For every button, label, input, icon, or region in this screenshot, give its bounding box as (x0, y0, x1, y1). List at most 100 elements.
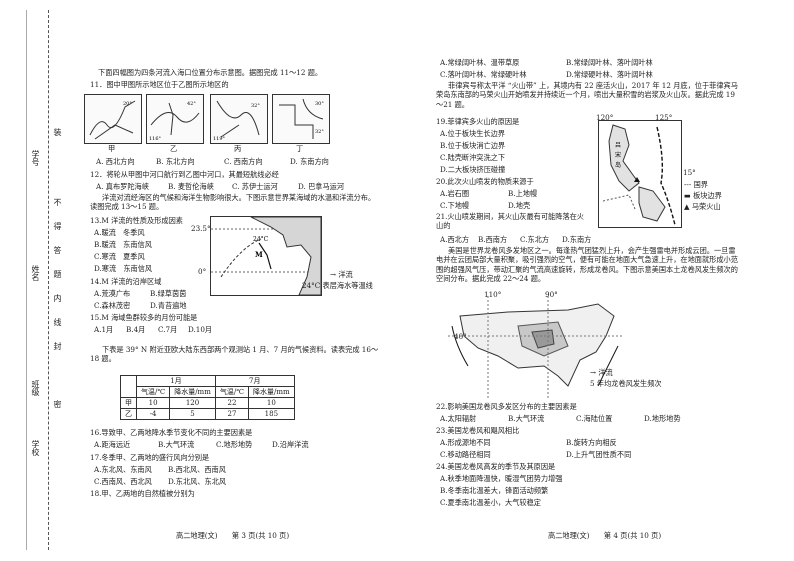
coord-label: 32° (251, 103, 260, 109)
question-13: 13.M 洋流的性质及形成因素 (90, 216, 183, 225)
table-cell: 10 (135, 397, 171, 409)
q17-option-c[interactable]: C.西南风、西北风 (94, 477, 152, 486)
q20-option-c[interactable]: C.下地幔 (440, 201, 470, 210)
q17-option-b[interactable]: B.西北风、西南风 (168, 465, 226, 474)
seal-char: 线 (53, 318, 62, 326)
q22-option-a[interactable]: A.太阳辐射 (440, 414, 477, 423)
seal-char: 密 (53, 400, 62, 408)
question-19: 19.菲律宾多火山的原因是 (436, 117, 520, 126)
coord-label: 116° (149, 136, 162, 142)
q11-option-b[interactable]: B. 东北方向 (156, 157, 195, 166)
q14-option-a[interactable]: A.荒漠广布 (94, 289, 131, 298)
seal-char: 不 (53, 198, 62, 206)
q17-option-a[interactable]: A.东北风、东南风 (94, 465, 152, 474)
q17-option-d[interactable]: D.东北风、东北风 (168, 477, 227, 486)
q18-option-a[interactable]: A.常绿阔叶林、温带草原 (440, 58, 520, 67)
figure-label-jia: 甲 (108, 144, 116, 153)
q14-option-b[interactable]: B.绿草茵茵 (150, 289, 187, 298)
intro-16-18: 下表是 39° N 附近亚欧大陆东西部两个观测站 1 月、7 月的气候资料。读表… (90, 345, 379, 364)
q19-option-a[interactable]: A.位于板块生长边界 (440, 129, 505, 138)
q14-option-c[interactable]: C.森林茂密 (94, 301, 131, 310)
legend-plate-boundary: ▬ 板块边界 (684, 191, 722, 200)
q15-option-a[interactable]: A.1月 (94, 325, 114, 334)
q13-option-d[interactable]: D.寒流 东南信风 (94, 264, 153, 273)
q14-option-d[interactable]: D.青苔遍地 (150, 301, 187, 310)
question-23: 23.美国龙卷风和飓风相比 (436, 426, 520, 435)
q12-option-d[interactable]: D. 巴拿马运河 (298, 182, 345, 191)
coord-label: 119° (213, 136, 226, 142)
coord-label: 30° (315, 101, 324, 107)
table-cell: 甲 (120, 397, 137, 409)
q11-option-d[interactable]: D. 东南方向 (290, 157, 329, 166)
question-11: 11．图中甲图所示地区位于乙图所示地区的 (90, 80, 229, 89)
table-cell: 乙 (120, 408, 137, 420)
table-sub-header: 降水量/mm (248, 386, 295, 398)
q19-option-b[interactable]: B.位于板块消亡边界 (440, 141, 506, 150)
q11-option-c[interactable]: C. 西南方向 (224, 157, 263, 166)
q20-option-d[interactable]: D.地壳 (508, 201, 531, 210)
question-20: 20.此次火山喷发的物质来源于 (436, 177, 534, 186)
q19-option-c[interactable]: C.陆壳断沖突洗之下 (440, 153, 506, 162)
figure-label-ding: 丁 (296, 144, 304, 153)
figure-yi: 116°42° (146, 94, 204, 144)
q21-option-d[interactable]: D.东南方 (562, 235, 592, 244)
question-14: 14.M 洋流的沿岸区域 (90, 277, 162, 286)
table-sub-header: 降水量/mm (169, 386, 216, 398)
seal-char: 得 (53, 222, 62, 230)
q23-option-a[interactable]: A.形成源地不同 (440, 438, 491, 447)
q12-option-b[interactable]: B. 麦哲伦海峡 (168, 182, 214, 191)
q21-option-c[interactable]: C.东北方 (520, 235, 550, 244)
seal-char: 题 (53, 270, 62, 278)
q11-option-a[interactable]: A. 西北方向 (96, 157, 135, 166)
table-cell: 120 (169, 397, 216, 409)
q16-option-d[interactable]: D.沿岸洋流 (272, 440, 309, 449)
q23-option-b[interactable]: B.旋转方向相反 (566, 438, 617, 447)
q16-option-c[interactable]: C.地形地势 (216, 440, 253, 449)
legend-frequency: 5 年均龙卷风发生频次 (590, 379, 662, 388)
lon-label: 110° (484, 290, 502, 299)
table-corner (120, 375, 137, 398)
question-21: 21.火山喷发期间，其火山灰最有可能降落在火山的 (436, 212, 584, 231)
q22-option-b[interactable]: B.大气环流 (508, 414, 545, 423)
q24-option-b[interactable]: B.冬季南北温差大，锋面活动频繁 (440, 486, 549, 495)
legend-volcano: ▲ 马荣火山 (684, 202, 721, 211)
table-cell: 5 (169, 408, 216, 420)
q15-option-c[interactable]: C.7月 (158, 325, 178, 334)
seal-char: 封 (53, 342, 62, 350)
q21-option-a[interactable]: A.西北方 (440, 235, 470, 244)
q12-option-a[interactable]: A. 真布罗陀海峡 (96, 182, 149, 191)
q23-option-c[interactable]: C.移动路径相同 (440, 450, 491, 459)
q15-option-b[interactable]: B.4月 (126, 325, 146, 334)
q24-option-c[interactable]: C.夏季南北温差小，大气较稳定 (440, 498, 541, 507)
question-18: 18.甲、乙两地的自然植被分别为 (90, 489, 195, 498)
climate-table: 1月 7月 气温/℃ 降水量/mm 气温/℃ 降水量/mm 甲 10 120 2… (120, 375, 295, 420)
q16-option-b[interactable]: B.大气环流 (158, 440, 195, 449)
seal-char: 装 (53, 128, 62, 136)
q18-option-c[interactable]: C.落叶阔叶林、常绿硬叶林 (440, 70, 527, 79)
q12-option-c[interactable]: C. 苏伊士运河 (232, 182, 278, 191)
q18-option-b[interactable]: B.常绿阔叶林、落叶阔叶林 (566, 58, 653, 67)
q15-option-d[interactable]: D.10月 (188, 325, 213, 334)
q24-option-a[interactable]: A.秋季地面降温快，暖湿气团势力增强 (440, 474, 563, 483)
q23-option-d[interactable]: D.上升气团性质不同 (566, 450, 632, 459)
q22-option-c[interactable]: C.海陆位置 (576, 414, 613, 423)
table-cell: 27 (214, 408, 250, 420)
q13-option-b[interactable]: B.暖流 东南信风 (94, 240, 152, 249)
q20-option-a[interactable]: A.岩石圈 (440, 189, 470, 198)
m-label: M (255, 250, 263, 259)
question-22: 22.影响美国龙卷风多发区分布的主要因素是 (436, 402, 577, 411)
q13-option-a[interactable]: A.暖流 冬季风 (94, 228, 145, 237)
q22-option-d[interactable]: D.地形地势 (644, 414, 681, 423)
lon-label: 120° (596, 113, 614, 122)
q20-option-b[interactable]: B.上地幔 (508, 189, 538, 198)
question-15: 15.M 海域鱼群较多的月份可能是 (90, 313, 198, 322)
name-label: 姓名 (31, 265, 40, 281)
table-month-header: 7月 (214, 375, 295, 387)
lat-label: 40° (454, 332, 467, 341)
q13-option-c[interactable]: C.寒流 夏季风 (94, 252, 145, 261)
q21-option-b[interactable]: B.西南方 (478, 235, 508, 244)
q18-option-d[interactable]: D.常绿硬叶林、落叶阔叶林 (566, 70, 653, 79)
q16-option-a[interactable]: A.距海远近 (94, 440, 131, 449)
q19-option-d[interactable]: D.二大板块挤压碰撞 (440, 165, 506, 174)
coord-label: 20° (123, 101, 132, 107)
